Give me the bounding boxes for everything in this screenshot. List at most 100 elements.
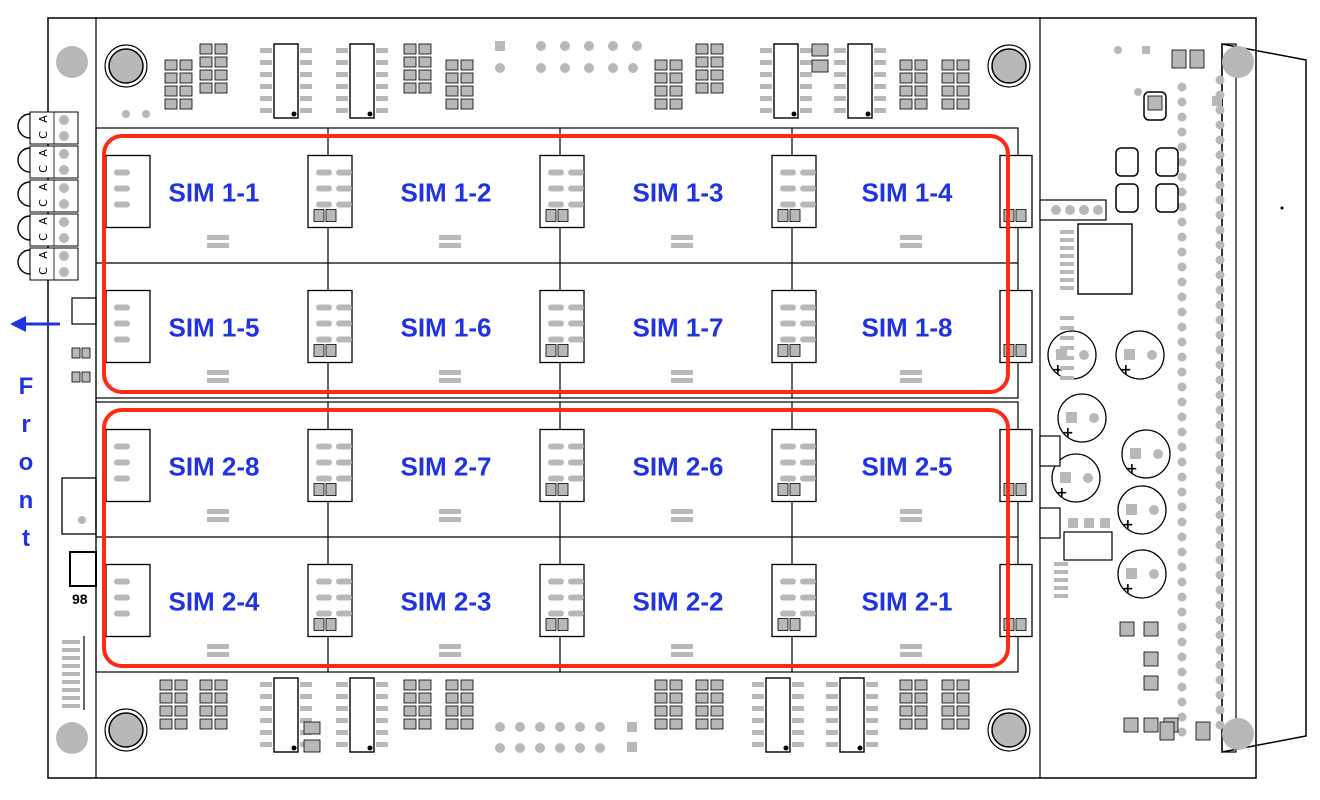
smd-pad: [403, 679, 417, 691]
cap-pad: [1149, 569, 1159, 579]
mount-hole: [56, 722, 88, 754]
smd-pad: [214, 705, 228, 717]
sim-slot-label: SIM 1-3: [632, 178, 723, 208]
led-pad: [59, 165, 69, 175]
cap-pad: [1060, 472, 1071, 483]
sim-pad-square: [557, 618, 569, 631]
connector-pin: [1215, 120, 1225, 130]
sim-contact-pad: [316, 169, 332, 176]
sim-contact-pad: [800, 320, 816, 327]
smd-pad: [445, 679, 459, 691]
connector-pin: [1177, 82, 1187, 92]
ic-lead: [800, 84, 812, 89]
sim-pad-square: [1015, 344, 1027, 357]
ic-lead: [1060, 238, 1074, 242]
mount-hole: [987, 708, 1031, 752]
sim-bottom-pad: [900, 370, 922, 375]
via-square: [627, 742, 637, 752]
sim-contact-pad: [114, 443, 130, 450]
sim-group-highlight: [102, 408, 1010, 668]
connector-pin: [1215, 465, 1225, 475]
sim-group-highlight: [102, 134, 1010, 394]
connector-pin: [1177, 307, 1187, 317]
connector-pin: [1215, 615, 1225, 625]
sim-bottom-pad: [671, 235, 693, 240]
marker-dot: [1280, 206, 1284, 210]
ic-lead: [260, 730, 272, 735]
connector-pin: [1177, 97, 1187, 107]
right-component-area: +++++++: [1039, 46, 1284, 741]
connector-pin: [1177, 622, 1187, 632]
smd-pad: [941, 705, 955, 717]
smd-pad: [174, 679, 188, 691]
ic-lead: [1060, 316, 1074, 320]
front-arrow-head: [10, 316, 26, 332]
lead-pad: [62, 688, 80, 692]
cap-pad: [1066, 412, 1077, 423]
lead-pad: [62, 664, 80, 668]
sim-contact-pad: [800, 336, 816, 343]
ic-lead: [1060, 336, 1074, 340]
cap-pad: [1083, 473, 1093, 483]
ic-lead: [1054, 570, 1068, 574]
smd-pad: [403, 43, 417, 55]
led-pad: [59, 199, 69, 209]
ic-lead: [800, 108, 812, 113]
smd-pad: [941, 59, 955, 71]
via-dot: [555, 722, 565, 732]
cap-pad: [1056, 349, 1067, 360]
smd-pad: [159, 718, 173, 730]
led-anode-label: A: [37, 115, 50, 123]
smd-pad: [174, 692, 188, 704]
ic-lead: [834, 48, 846, 53]
smd-pad: [199, 43, 213, 55]
ic-lead: [1060, 326, 1074, 330]
sim-contact-block: [105, 428, 151, 503]
ic-lead: [752, 718, 764, 723]
ic-lead: [866, 742, 878, 747]
via-dot: [608, 63, 618, 73]
ic-lead: [260, 742, 272, 747]
sim-contact-pad: [336, 578, 352, 585]
sim-contact-pad: [336, 185, 352, 192]
sim-contact-pad: [114, 169, 130, 176]
ic-lead: [1060, 254, 1074, 258]
led-body: [17, 147, 31, 173]
connector-pin: [1177, 382, 1187, 392]
ic-lead: [336, 742, 348, 747]
ic-lead: [1060, 246, 1074, 250]
smd-pad: [695, 56, 709, 68]
smd-pad: [460, 72, 474, 84]
sim-contact-pad: [336, 459, 352, 466]
sim-contact-pad: [780, 336, 796, 343]
ic-lead: [376, 730, 388, 735]
sim-bottom-pad: [207, 378, 229, 383]
smd-pad: [445, 718, 459, 730]
cap-pad: [1147, 350, 1157, 360]
smd-pad: [1159, 721, 1175, 741]
smd-pad: [1143, 651, 1159, 667]
ic-lead: [336, 72, 348, 77]
sim-bottom-pad: [439, 509, 461, 514]
smd-pad: [214, 679, 228, 691]
smd-pad: [695, 692, 709, 704]
smd-pad: [460, 679, 474, 691]
smd-pad: [1195, 721, 1211, 741]
connector-pin: [1215, 135, 1225, 145]
connector-pin: [1215, 435, 1225, 445]
sim-pad-square: [789, 209, 801, 222]
smd-pad: [811, 59, 829, 73]
smd-pad: [899, 72, 913, 84]
ic-lead: [336, 84, 348, 89]
connector-pin: [1215, 375, 1225, 385]
led-cathode-label: C: [37, 199, 50, 207]
ic-lead: [376, 706, 388, 711]
smd-pad: [214, 69, 228, 81]
sim-bottom-pad: [671, 517, 693, 522]
via-dot: [495, 63, 505, 73]
sim-pad-square: [313, 209, 325, 222]
sim-contact-pad: [568, 169, 584, 176]
